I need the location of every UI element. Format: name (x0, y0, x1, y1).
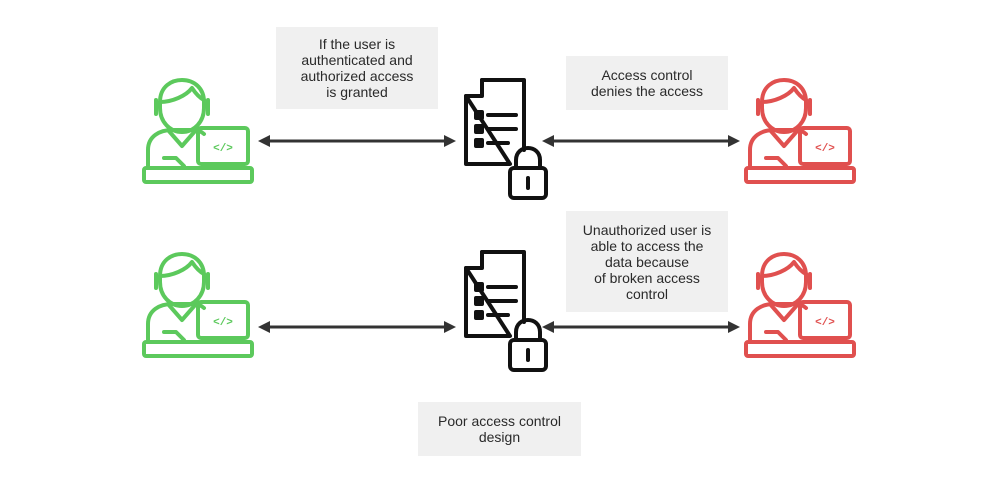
code-screen-text: </> (815, 317, 835, 329)
locked-document-icon (464, 250, 548, 372)
callout-line: If the user is (318, 36, 396, 52)
callout-access-denied: Access control denies the access (566, 56, 728, 110)
authorized-user-icon: </> (142, 78, 254, 184)
callout-line: able to access the (590, 237, 704, 254)
caption-poor-access-control: Poor access control design (418, 402, 581, 456)
callout-line: is granted (326, 84, 388, 100)
callout-authorized-granted: If the user is authenticated and authori… (276, 27, 438, 109)
callout-line: authenticated and (301, 52, 413, 68)
caption-line: Poor access control (438, 413, 561, 429)
callout-line: Unauthorized user is (582, 221, 712, 238)
double-headed-arrow (542, 135, 740, 147)
authorized-user-icon: </> (142, 252, 254, 358)
callout-line: of broken access (594, 269, 700, 286)
callout-line: Access control (601, 67, 693, 83)
code-screen-text: </> (213, 143, 233, 155)
callout-broken-access: Unauthorized user is able to access the … (566, 211, 728, 312)
double-headed-arrow (542, 321, 740, 333)
double-headed-arrow (258, 321, 456, 333)
caption-line: design (478, 429, 521, 445)
code-screen-text: </> (815, 143, 835, 155)
callout-line: authorized access (300, 68, 414, 84)
callout-line: denies the access (590, 83, 704, 99)
callout-line: control (625, 285, 669, 302)
unauthorized-user-icon: </> (744, 78, 856, 184)
double-headed-arrow (258, 135, 456, 147)
callout-line: data because (604, 253, 690, 270)
code-screen-text: </> (213, 317, 233, 329)
unauthorized-user-icon: </> (744, 252, 856, 358)
locked-document-icon (464, 78, 548, 200)
